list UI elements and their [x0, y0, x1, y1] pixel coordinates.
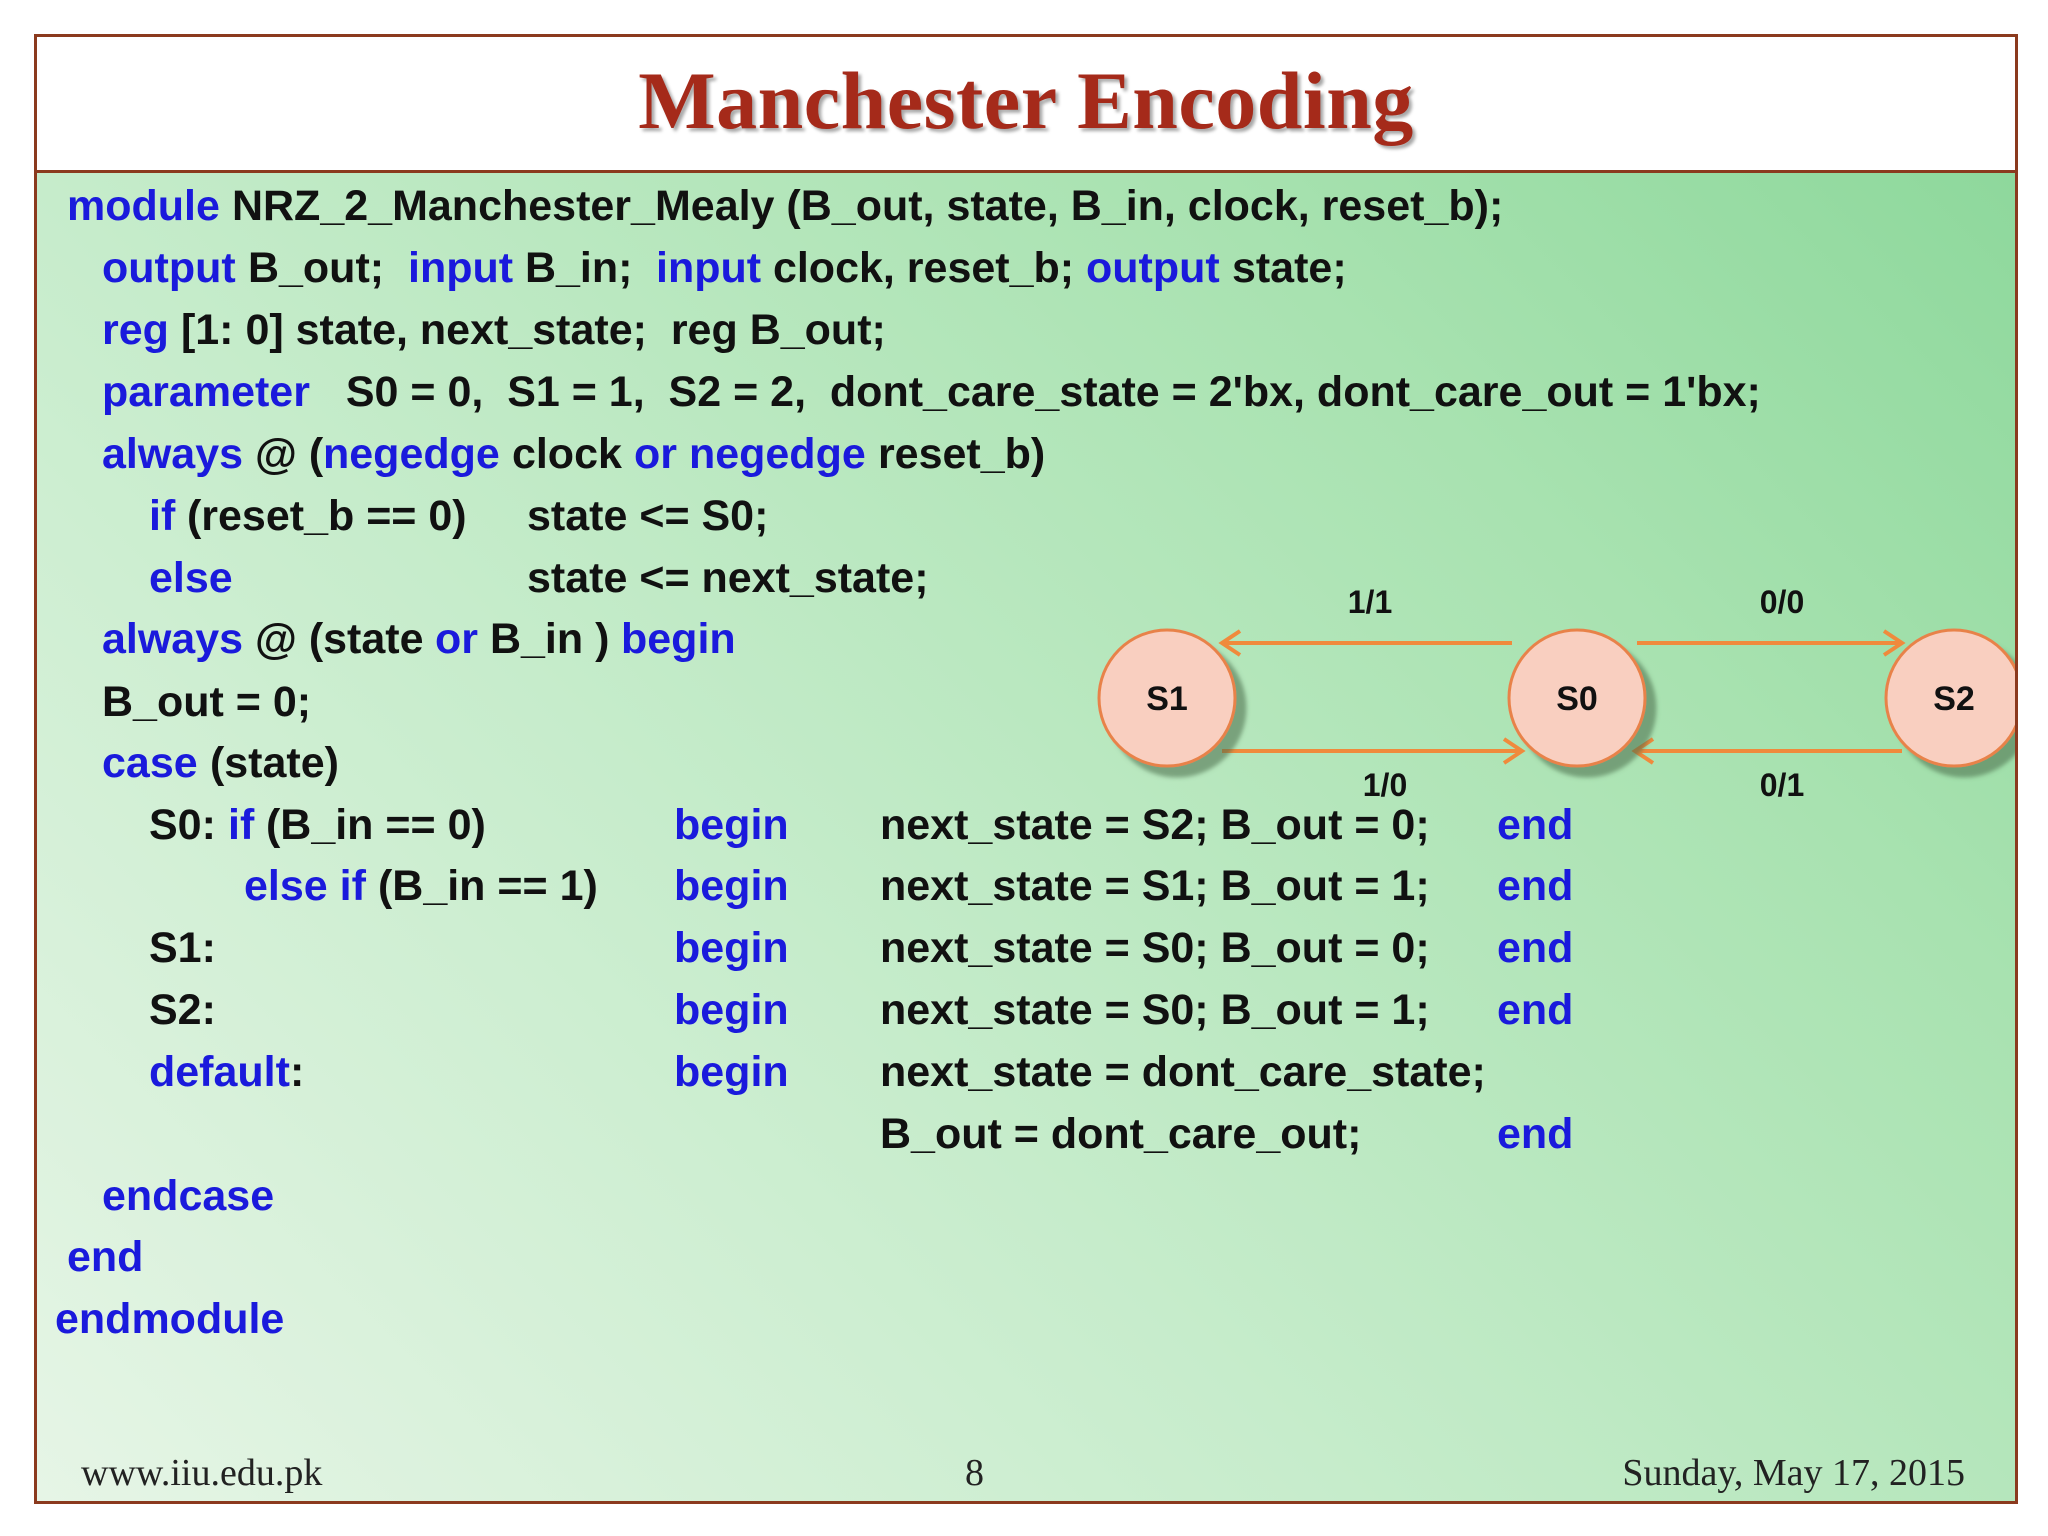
state-node-s2: S2	[1884, 628, 2015, 768]
code-keyword: begin	[621, 615, 736, 663]
code-keyword: case	[102, 739, 198, 787]
code-keyword: always	[102, 430, 244, 478]
code-keyword: end	[1497, 862, 1574, 910]
code-keyword: if	[149, 492, 176, 540]
code-text: (state)	[198, 739, 339, 787]
arrowhead-icon	[1882, 629, 1906, 657]
arrowhead-icon	[1631, 737, 1655, 765]
code-keyword: end	[67, 1233, 144, 1281]
code-keyword: parameter	[102, 368, 310, 416]
code-text: B_out;	[236, 244, 408, 292]
state-nodes: S1 S0 S2	[1097, 628, 2015, 768]
code-keyword: end	[1497, 801, 1574, 849]
code-text: (B_in == 1)	[366, 862, 598, 910]
state-circle	[1507, 628, 1647, 768]
code-keyword: else if	[244, 862, 366, 910]
code-keyword: negedge	[323, 430, 500, 478]
code-keyword: begin	[674, 862, 789, 910]
transition-s1-s0: 1/0	[1222, 737, 1526, 803]
code-text: S1:	[149, 924, 216, 972]
footer-website: www.iiu.edu.pk	[81, 1452, 323, 1494]
code-keyword: begin	[674, 801, 789, 849]
transition-label: 0/1	[1760, 767, 1804, 803]
code-text: (reset_b == 0)	[175, 492, 467, 540]
slide-title: Manchester Encoding	[638, 54, 1414, 146]
code-text: next_state = S2; B_out = 0;	[880, 801, 1430, 849]
transition-s2-s0: 0/1	[1631, 737, 1902, 803]
transition-s0-s2: 0/0	[1637, 584, 1906, 657]
code-text: next_state = dont_care_state;	[880, 1048, 1486, 1096]
title-bar: Manchester Encoding	[37, 37, 2015, 173]
code-keyword: module	[67, 182, 220, 230]
transition-label: 1/1	[1348, 584, 1392, 620]
code-keyword: begin	[674, 986, 789, 1034]
slide-content: module NRZ_2_Manchester_Mealy (B_out, st…	[37, 173, 2015, 1501]
code-text: clock, reset_b;	[761, 244, 1087, 292]
code-text: S0 = 0, S1 = 1, S2 = 2, dont_care_state …	[310, 368, 1761, 416]
state-node-s1: S1	[1097, 628, 1237, 768]
state-label: S2	[1933, 680, 1975, 718]
code-text: next_state = S1; B_out = 1;	[880, 862, 1430, 910]
transition-label: 0/0	[1760, 584, 1804, 620]
state-circle	[1097, 628, 1237, 768]
code-keyword: output	[102, 244, 236, 292]
code-text: state <= next_state;	[527, 554, 929, 602]
code-text: @ (state	[243, 615, 436, 663]
code-keyword: begin	[674, 1048, 789, 1096]
state-label: S0	[1556, 680, 1598, 718]
code-keyword: begin	[674, 924, 789, 972]
state-node-s0: S0	[1507, 628, 1647, 768]
code-text: B_in;	[513, 244, 657, 292]
code-keyword: else	[149, 554, 233, 602]
transition-label: 1/0	[1363, 767, 1407, 803]
code-text: :	[290, 1048, 305, 1096]
code-keyword: input	[656, 244, 762, 292]
code-text: state;	[1220, 244, 1347, 292]
code-keyword: or negedge	[634, 430, 866, 478]
state-circle	[1884, 628, 2015, 768]
code-text: @ (	[243, 430, 324, 478]
code-text: clock	[500, 430, 634, 478]
slide-frame: Manchester Encoding module NRZ_2_Manches…	[34, 34, 2018, 1504]
code-text: (B_in == 0)	[254, 801, 486, 849]
code-text: B_in )	[478, 615, 622, 663]
transition-s0-s1: 1/1	[1218, 584, 1512, 657]
state-diagram: 1/1 1/0 0/0 0/1 S1 S0 S2	[1097, 584, 2015, 803]
footer-page-number: 8	[965, 1452, 984, 1494]
code-keyword: always	[102, 615, 244, 663]
code-text: B_out = 0;	[102, 678, 312, 726]
state-transitions: 1/1 1/0 0/0 0/1	[1218, 584, 1906, 803]
code-keyword: reg	[102, 306, 169, 354]
code-keyword: endcase	[102, 1172, 275, 1220]
code-keyword: end	[1497, 1110, 1574, 1158]
code-text: next_state = S0; B_out = 0;	[880, 924, 1430, 972]
code-text: NRZ_2_Manchester_Mealy (B_out, state, B_…	[220, 182, 1504, 230]
state-label: S1	[1146, 680, 1188, 718]
code-text: reset_b)	[866, 430, 1046, 478]
code-text: S0:	[149, 801, 228, 849]
code-text: B_out = dont_care_out;	[880, 1110, 1362, 1158]
code-text: [1: 0] state, next_state; reg B_out;	[169, 306, 886, 354]
code-keyword: end	[1497, 986, 1574, 1034]
code-keyword: endmodule	[55, 1295, 285, 1343]
code-keyword: input	[408, 244, 514, 292]
code-text: state <= S0;	[527, 492, 769, 540]
code-text: next_state = S0; B_out = 1;	[880, 986, 1430, 1034]
code-keyword: or	[435, 615, 478, 663]
code-keyword: end	[1497, 924, 1574, 972]
code-keyword: default	[149, 1048, 290, 1096]
footer-date: Sunday, May 17, 2015	[1622, 1452, 1965, 1494]
code-keyword: output	[1086, 244, 1220, 292]
code-keyword: if	[228, 801, 255, 849]
code-text: S2:	[149, 986, 216, 1034]
arrowhead-icon	[1502, 737, 1526, 765]
arrowhead-icon	[1218, 629, 1242, 657]
